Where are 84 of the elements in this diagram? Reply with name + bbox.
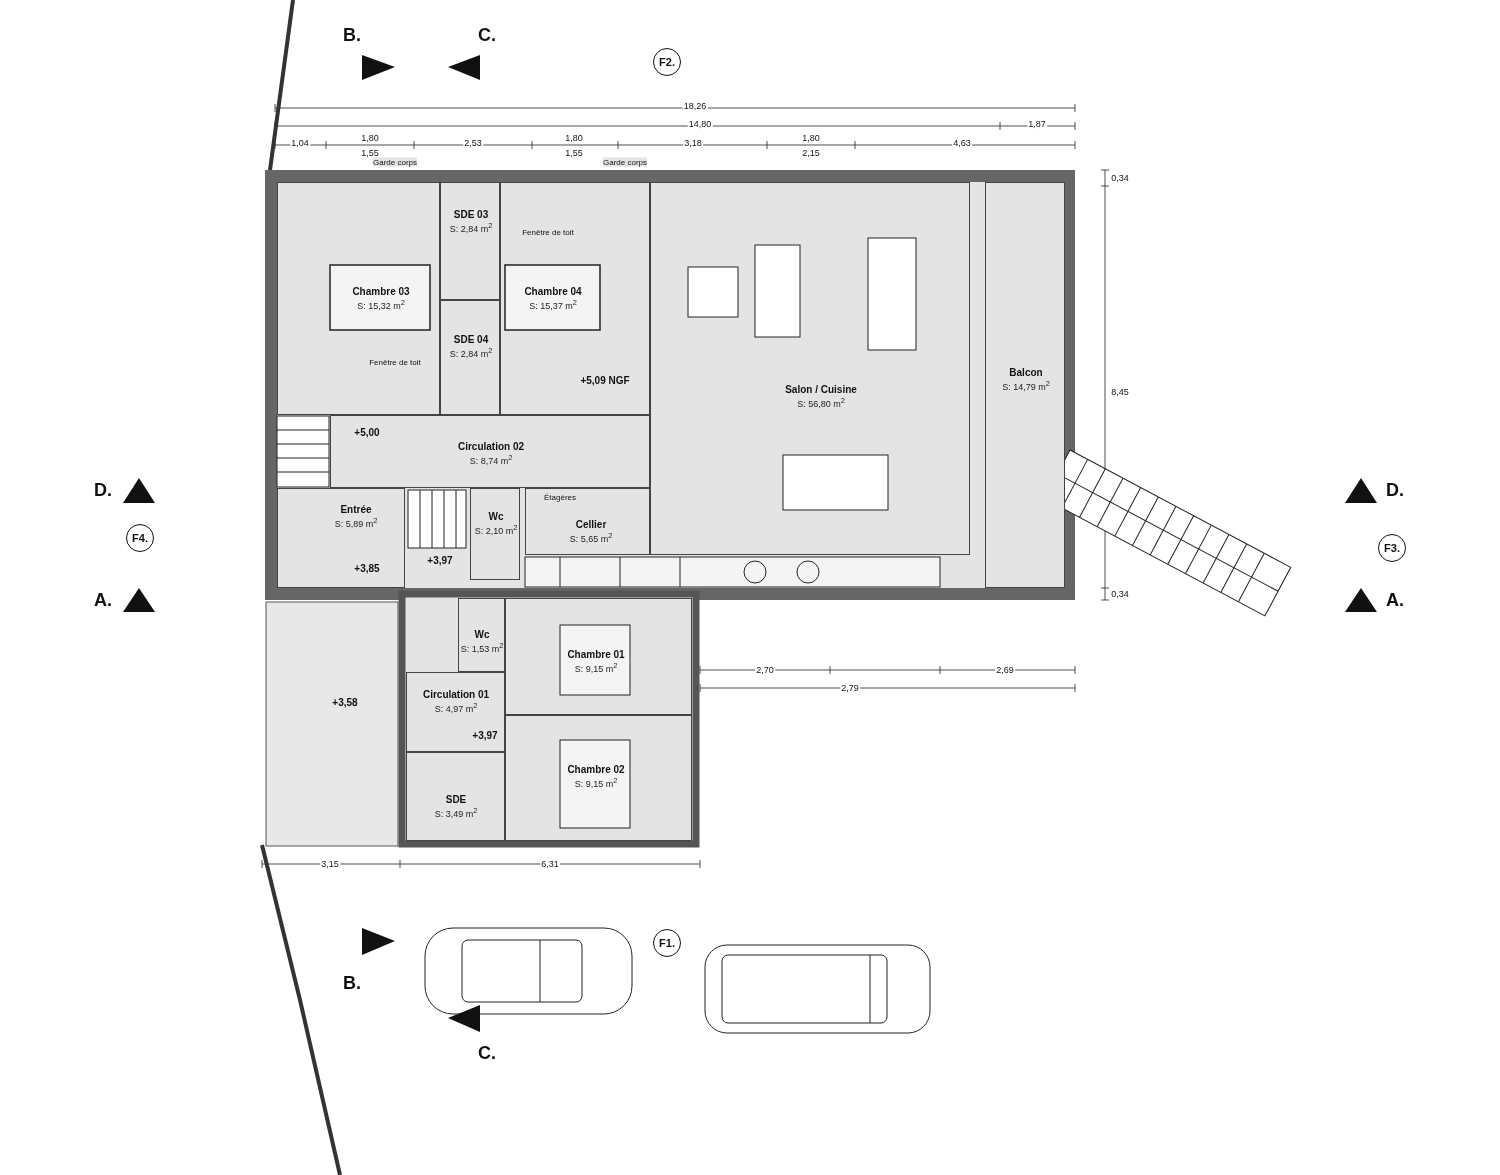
dimension-value: 2,53 <box>463 138 483 148</box>
room-name: Chambre 01 <box>567 648 625 660</box>
section-label: A. <box>1386 589 1404 611</box>
room-area-value: S: 2,10 m$^{2}$ <box>474 522 518 536</box>
annotation-text: Fenêtre de toit <box>522 227 574 237</box>
dimension-value: 1,80 <box>360 133 380 143</box>
section-label: A. <box>94 589 112 611</box>
elevation-marker: F4. <box>126 524 154 552</box>
room-name: Entrée <box>339 503 373 515</box>
dimension-value: 3,18 <box>683 138 703 148</box>
dimension-value: 18,26 <box>682 101 708 111</box>
dimension-value: 4,63 <box>952 138 972 148</box>
hallway-area <box>406 672 505 752</box>
balcony-area <box>985 182 1065 588</box>
storage-room-area <box>525 488 650 555</box>
room-name: SDE 04 <box>452 333 490 345</box>
room-area-value: S: 3,49 m$^{2}$ <box>434 805 478 819</box>
room-area-value: S: 15,37 m$^{2}$ <box>528 297 578 311</box>
room-area-value: S: 2,84 m$^{2}$ <box>449 220 493 234</box>
room-area-value: S: 4,97 m$^{2}$ <box>433 700 479 714</box>
annotation-text: Étagères <box>544 492 576 502</box>
room-area-value: S: 5,89 m$^{2}$ <box>334 515 378 529</box>
dimension-value: 1,87 <box>1027 119 1047 129</box>
room-name: Chambre 03 <box>352 285 410 297</box>
room-name: Circulation 02 <box>457 440 525 452</box>
room-area-value: S: 1,53 m$^{2}$ <box>460 640 504 654</box>
elevation-marker: F1. <box>653 929 681 957</box>
dimension-value: 0,34 <box>1110 173 1130 183</box>
dimension-value: 14,80 <box>687 119 713 129</box>
section-label: C. <box>478 24 496 46</box>
room-area-value: S: 14,79 m$^{2}$ <box>1002 378 1050 392</box>
level-value: +5,00 <box>353 426 381 438</box>
room-area-value: S: 2,84 m$^{2}$ <box>449 345 493 359</box>
level-value: +3,97 <box>426 554 454 566</box>
section-label: C. <box>478 1042 496 1064</box>
section-label: B. <box>343 24 361 46</box>
room-area-value: S: 56,80 m$^{2}$ <box>796 395 846 409</box>
room-area-value: S: 9,15 m$^{2}$ <box>573 660 619 674</box>
level-value: +3,97 <box>471 729 499 741</box>
dimension-value: 2,15 <box>801 148 821 158</box>
dimension-value: 1,80 <box>801 133 821 143</box>
room-name: Chambre 04 <box>524 285 582 297</box>
dimension-value: 1,55 <box>360 148 380 158</box>
dimension-value: 2,79 <box>840 683 860 693</box>
room-name: SDE 03 <box>452 208 490 220</box>
elevation-marker: F3. <box>1378 534 1406 562</box>
annotation-text: Fenêtre de toit <box>369 357 421 367</box>
hallway-area <box>330 415 650 488</box>
dimension-value: 1,04 <box>290 138 310 148</box>
elevation-marker: F2. <box>653 48 681 76</box>
dimension-value: 1,55 <box>564 148 584 158</box>
room-name: Salon / Cuisine <box>785 383 857 395</box>
room-name: Cellier <box>574 518 608 530</box>
annotation-text: Garde corps <box>603 157 647 167</box>
toilet-area <box>458 598 505 672</box>
dimension-value: 2,69 <box>995 665 1015 675</box>
room-name: Chambre 02 <box>567 763 625 775</box>
room-name: Wc <box>487 510 505 522</box>
dimension-value: 8,45 <box>1110 387 1130 397</box>
toilet-area <box>470 488 520 580</box>
section-label: D. <box>94 479 112 501</box>
room-name: Balcon <box>1008 366 1044 378</box>
room-area-value: S: 15,32 m$^{2}$ <box>356 297 406 311</box>
bathroom-area <box>406 752 505 841</box>
level-value: +3,58 <box>331 696 359 708</box>
annotation-text: Garde corps <box>373 157 417 167</box>
bathroom-area <box>440 300 500 415</box>
bathroom-area <box>440 182 500 300</box>
level-value: +3,85 <box>353 562 381 574</box>
room-area-value: S: 5,65 m$^{2}$ <box>569 530 613 544</box>
room-area-value: S: 8,74 m$^{2}$ <box>468 452 514 466</box>
room-name: SDE <box>444 793 468 805</box>
section-label: B. <box>343 972 361 994</box>
dimension-value: 3,15 <box>320 859 340 869</box>
entrance-area <box>277 488 405 588</box>
dimension-value: 2,70 <box>755 665 775 675</box>
room-name: Circulation 01 <box>422 688 490 700</box>
section-label: D. <box>1386 479 1404 501</box>
level-value: +5,09 NGF <box>579 374 631 386</box>
dimension-value: 6,31 <box>540 859 560 869</box>
room-name: Wc <box>473 628 491 640</box>
dimension-value: 0,34 <box>1110 589 1130 599</box>
room-area-value: S: 9,15 m$^{2}$ <box>573 775 619 789</box>
dimension-value: 1,80 <box>564 133 584 143</box>
